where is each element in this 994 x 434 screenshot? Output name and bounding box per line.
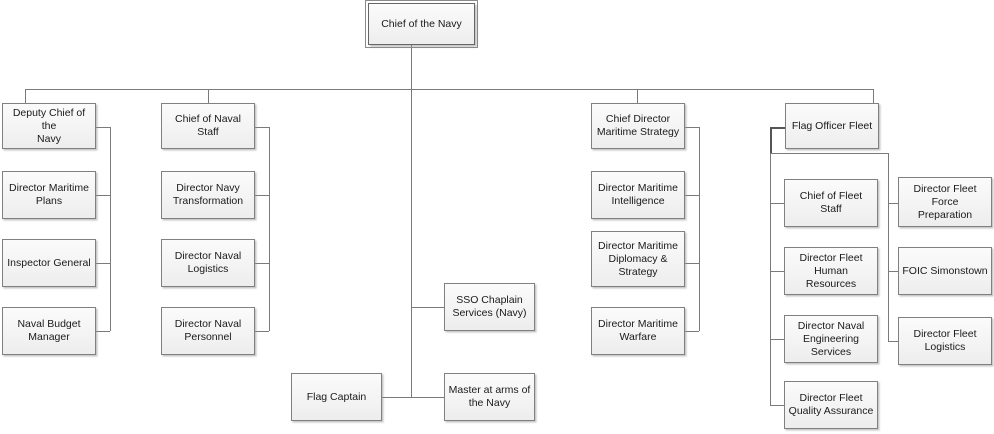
node-label: Director Navy Transformation [172, 182, 244, 207]
node-label: Director Naval Personnel [174, 318, 242, 343]
node-deputy-chief-of-the-navy[interactable]: Deputy Chief of the Navy [2, 103, 96, 149]
connector-maritime-strategy-spine [699, 127, 700, 331]
connector-flag-officer-fleet-out [770, 127, 785, 129]
connector-fleet-left-spine [770, 153, 771, 405]
connector-centre-to-master-at-arms [411, 397, 444, 398]
node-label: Chief of the Navy [381, 17, 462, 30]
node-director-naval-engineering-services[interactable]: Director Naval Engineering Services [784, 315, 878, 363]
node-director-maritime-diplomacy-strategy[interactable]: Director Maritime Diplomacy & Strategy [591, 231, 685, 287]
connector-fleet-to-foic-simonstown [888, 271, 902, 272]
node-label: Inspector General [7, 256, 91, 269]
connector-naval-staff-to-transformation [255, 195, 269, 196]
connector-main-bus [25, 89, 874, 90]
node-director-fleet-human-resources[interactable]: Director Fleet Human Resources [784, 247, 878, 295]
node-label: FOIC Simonstown [902, 264, 988, 277]
connector-fleet-to-human-resources [770, 271, 784, 272]
node-label: Flag Officer Fleet [791, 119, 873, 132]
node-director-maritime-intelligence[interactable]: Director Maritime Intelligence [591, 171, 685, 219]
node-director-naval-logistics[interactable]: Director Naval Logistics [161, 239, 255, 287]
node-chief-of-naval-staff[interactable]: Chief of Naval Staff [161, 103, 255, 149]
node-chief-of-the-navy[interactable]: Chief of the Navy [365, 0, 478, 48]
connector-naval-staff-spine [269, 127, 270, 331]
connector-maritime-strategy-out [685, 127, 699, 128]
node-label: Flag Captain [306, 390, 367, 403]
node-label: Director Fleet Human Resources [799, 251, 863, 290]
connector-deputy-to-inspector-general [96, 263, 110, 264]
connector-flag-officer-fleet-drop [770, 127, 772, 154]
connector-fleet-bus [770, 153, 888, 154]
connector-centre-to-sso-chaplain [411, 307, 444, 308]
connector-deputy-to-naval-budget-manager [96, 331, 110, 332]
connector-deputy-chief-spine [110, 127, 111, 331]
connector-strategy-to-diplomacy [685, 263, 699, 264]
connector-deputy-to-maritime-plans [96, 195, 110, 196]
connector-fleet-to-force-preparation [888, 203, 902, 204]
node-label: SSO Chaplain Services (Navy) [452, 294, 527, 319]
node-label: Chief Director Maritime Strategy [596, 113, 680, 138]
node-foic-simonstown[interactable]: FOIC Simonstown [898, 247, 992, 295]
node-label: Master at arms of the Navy [448, 384, 531, 409]
node-director-fleet-logistics[interactable]: Director Fleet Logistics [898, 317, 992, 365]
connector-centre-stem [411, 89, 412, 398]
connector-drop-chief-of-naval-staff [208, 89, 209, 103]
connector-fleet-right-spine [888, 153, 889, 342]
node-master-at-arms-of-the-navy[interactable]: Master at arms of the Navy [444, 373, 535, 421]
node-label: Director Maritime Warfare [598, 318, 678, 343]
node-director-maritime-warfare[interactable]: Director Maritime Warfare [591, 307, 685, 355]
connector-naval-staff-to-personnel [255, 331, 269, 332]
node-label: Director Fleet Quality Assurance [788, 392, 874, 417]
node-label: Director Fleet Logistics [913, 328, 977, 353]
connector-drop-chief-director-maritime-strategy [637, 89, 638, 103]
connector-strategy-to-warfare [685, 331, 699, 332]
node-label: Chief of Fleet Staff [799, 190, 863, 215]
node-naval-budget-manager[interactable]: Naval Budget Manager [2, 307, 96, 355]
connector-centre-to-flag-captain [382, 397, 412, 398]
node-director-naval-personnel[interactable]: Director Naval Personnel [161, 307, 255, 355]
node-chief-of-fleet-staff[interactable]: Chief of Fleet Staff [784, 179, 878, 227]
node-label: Naval Budget Manager [17, 318, 81, 343]
node-label: Director Naval Engineering Services [797, 319, 865, 358]
connector-fleet-to-chief-of-fleet-staff [770, 203, 784, 204]
node-label: Director Naval Logistics [174, 250, 242, 275]
connector-naval-staff-out [255, 127, 269, 128]
node-flag-officer-fleet[interactable]: Flag Officer Fleet [785, 103, 879, 149]
node-inspector-general[interactable]: Inspector General [2, 239, 96, 287]
connector-deputy-chief-out [96, 127, 110, 128]
node-director-maritime-plans[interactable]: Director Maritime Plans [2, 171, 96, 219]
node-flag-captain[interactable]: Flag Captain [291, 373, 382, 421]
connector-fleet-to-quality-assurance [770, 405, 784, 406]
node-sso-chaplain-services-navy[interactable]: SSO Chaplain Services (Navy) [444, 283, 535, 331]
connector-strategy-to-intelligence [685, 195, 699, 196]
node-label: Director Maritime Intelligence [598, 182, 678, 207]
connector-drop-deputy-chief [25, 89, 26, 103]
connector-fleet-to-fleet-logistics [888, 341, 902, 342]
connector-root-stem [411, 45, 412, 90]
node-label: Chief of Naval Staff [175, 113, 241, 138]
node-director-fleet-force-preparation[interactable]: Director Fleet Force Preparation [898, 177, 992, 227]
connector-fleet-to-engineering-services [770, 339, 784, 340]
node-label: Director Maritime Diplomacy & Strategy [598, 239, 678, 278]
node-label: Deputy Chief of the Navy [12, 106, 86, 145]
node-director-navy-transformation[interactable]: Director Navy Transformation [161, 171, 255, 219]
node-label: Director Fleet Force Preparation [913, 182, 977, 221]
node-label: Director Maritime Plans [9, 182, 89, 207]
node-director-fleet-quality-assurance[interactable]: Director Fleet Quality Assurance [784, 381, 878, 429]
node-chief-director-maritime-strategy[interactable]: Chief Director Maritime Strategy [591, 103, 685, 149]
connector-drop-flag-officer-fleet [873, 89, 874, 103]
connector-naval-staff-to-logistics [255, 263, 269, 264]
